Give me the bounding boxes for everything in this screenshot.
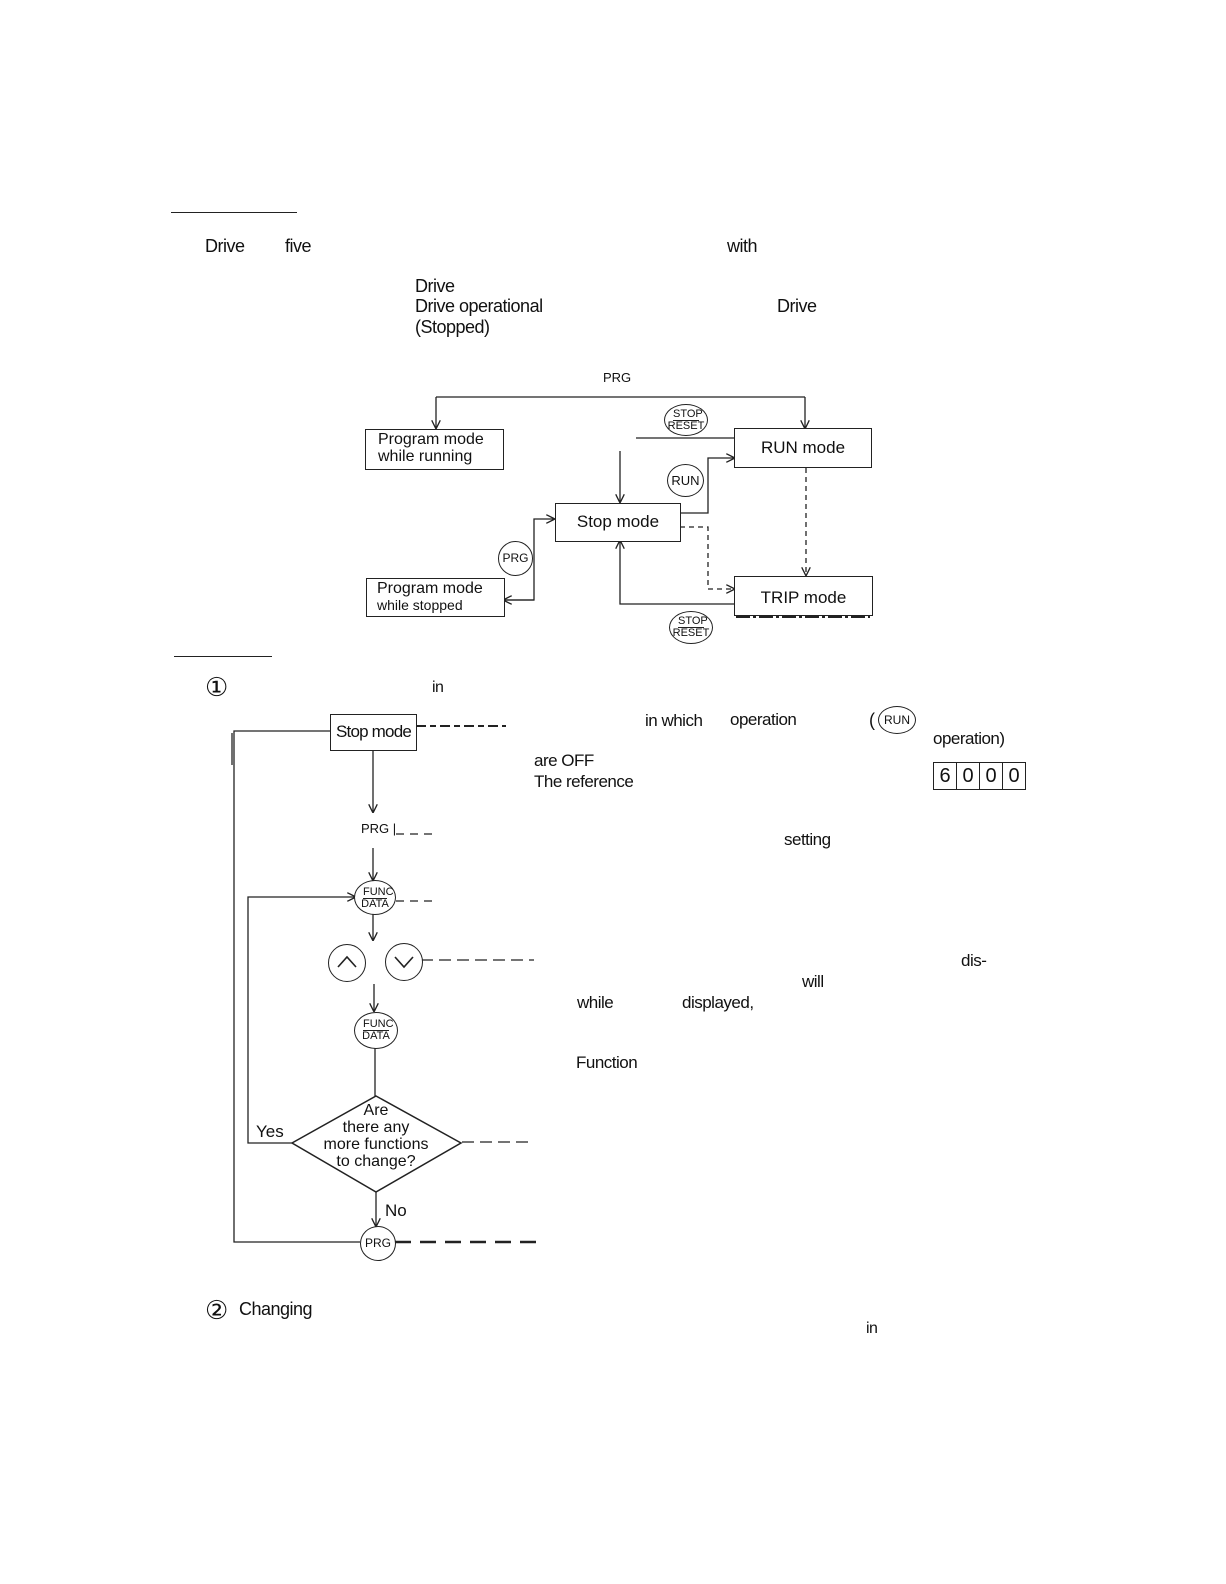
no-label: No [385,1201,407,1220]
stop-mode-label: Stop mode [576,512,660,531]
prg-key-diagram-label: PRG [502,551,529,565]
note-in-which: in which [645,711,703,730]
intro-drive-2: Drive [415,276,455,296]
section-rule-2 [174,656,272,657]
procedure-stop-mode-box: Stop mode [330,714,417,751]
intro-stopped: (Stopped) [415,317,490,337]
digit-1: 6 [934,763,957,789]
func-data-key-2-b: DATA [362,1030,390,1042]
digit-3: 0 [980,763,1003,789]
decision-line3: more functions [323,1136,429,1153]
procedure-prg-label: PRG | [361,821,397,836]
run-key-label: RUN [671,473,700,488]
up-arrow-icon [337,955,357,968]
stop-reset-key-bottom-a: STOP [678,615,708,628]
note-dis: dis- [961,951,987,970]
display-digits: 6 0 0 0 [933,762,1026,790]
decision-line4: to change? [336,1153,416,1170]
prg-key-procedure: PRG [360,1226,396,1261]
intro-five: five [285,236,312,256]
digit-2: 0 [957,763,980,789]
prg-key-procedure-label: PRG [364,1236,391,1250]
program-mode-running-line1: Program mode [378,431,484,448]
program-mode-running-line2: while running [378,448,473,465]
func-data-key-1: FUNC DATA [354,880,396,915]
note-will: will [802,972,824,991]
func-data-key-2-a: FUNC [363,1018,394,1031]
intro-drive: Drive [205,236,245,256]
program-mode-stopped-line1: Program mode [377,580,483,597]
note-are-off: are OFF [534,751,594,770]
step2-tail: in [866,1320,878,1337]
note-run-key-label: RUN [884,713,910,727]
yes-label: Yes [256,1122,284,1141]
note-run-key: RUN [878,706,916,734]
note-reference: The reference [534,772,634,791]
run-mode-box: RUN mode [734,428,872,468]
note-while: while [577,993,614,1012]
program-mode-stopped-line2: while stopped [377,597,463,613]
prg-top-label: PRG [603,370,632,385]
section-rule-1 [171,212,297,213]
decision-text: Are there any more functions to change? [296,1102,456,1170]
stop-reset-key-bottom: STOP RESET [669,611,713,644]
run-key: RUN [667,464,704,497]
intro-drive-operational: Drive operational [415,296,543,316]
note-setting: setting [784,830,831,849]
intro-with: with [727,236,758,256]
func-data-key-2: FUNC DATA [354,1012,398,1049]
note-operation: operation [730,710,797,729]
digit-4: 0 [1008,765,1020,787]
note-operation-close: operation) [933,729,1005,748]
intro-drive-3: Drive [777,296,817,316]
step1-text: in [432,679,444,696]
step2-text: Changing [239,1299,313,1319]
note-function: Function [576,1053,638,1072]
program-mode-running-box: Program mode while running [365,429,504,470]
decision-line2: there any [342,1119,410,1136]
up-arrow-key [328,944,366,982]
prg-key-diagram: PRG [498,541,533,576]
func-data-key-1-b: DATA [361,898,389,910]
trip-mode-label: TRIP mode [760,588,847,607]
down-arrow-icon [394,956,414,969]
decision-line1: Are [363,1102,389,1119]
procedure-stop-mode-label: Stop mode [335,722,412,741]
stop-reset-key-bottom-b: RESET [672,627,710,639]
trip-mode-box: TRIP mode [734,576,873,616]
stop-reset-key-top: STOP RESET [664,404,708,436]
stop-reset-key-top-a: STOP [673,408,703,421]
run-mode-label: RUN mode [760,438,846,457]
program-mode-stopped-box: Program mode while stopped [366,578,505,617]
stop-reset-key-top-b: RESET [667,420,705,432]
func-data-key-1-a: FUNC [363,886,394,899]
stop-mode-box: Stop mode [555,503,681,542]
down-arrow-key [385,943,423,981]
step2-marker: ② [205,1296,229,1326]
note-displayed: displayed, [682,993,754,1012]
note-paren: ( [869,710,875,730]
step1-marker: ① [205,673,229,703]
